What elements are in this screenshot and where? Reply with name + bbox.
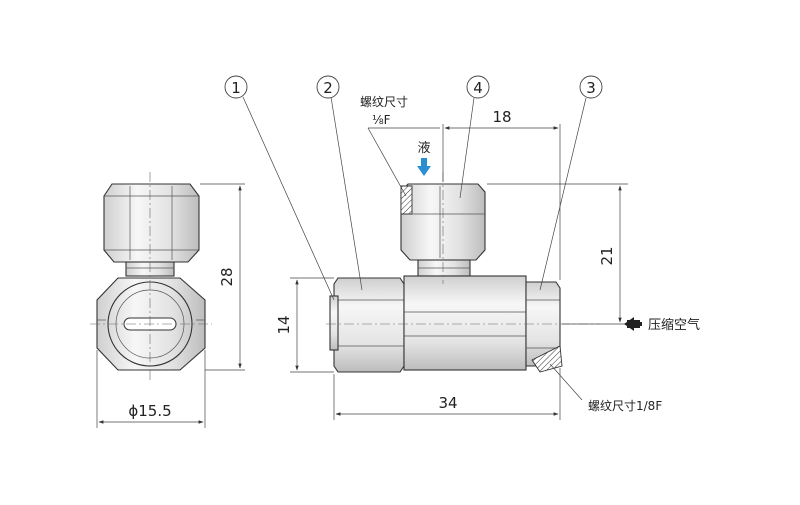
side-view: 28 ϕ15.5 xyxy=(90,172,245,428)
liquid-arrow-icon xyxy=(417,158,431,176)
compressed-air-label: 压缩空气 xyxy=(648,317,700,333)
dim-diameter: ϕ15.5 xyxy=(128,402,171,420)
balloon-3: 3 xyxy=(586,79,596,97)
balloon-1: 1 xyxy=(231,79,241,97)
balloon-4: 4 xyxy=(473,79,483,97)
thread-section-bottom xyxy=(531,345,563,373)
dim-length-overall: 34 xyxy=(438,394,457,412)
thread-size-label: 螺纹尺寸 xyxy=(360,95,408,109)
front-view-left-hex xyxy=(333,277,405,373)
thread-size-value: ⅛F xyxy=(372,113,391,127)
liquid-label: 液 xyxy=(417,141,430,156)
balloon-2: 2 xyxy=(323,79,333,97)
dim-top-offset: 18 xyxy=(492,108,511,126)
front-view-stub xyxy=(329,295,339,351)
front-view: 14 34 18 21 液 螺纹尺寸 ⅛F 压缩空气 螺纹尺寸1/8F xyxy=(275,95,700,420)
dim-hex-height: 14 xyxy=(275,315,293,334)
dim-height-overall: 28 xyxy=(218,267,236,286)
dim-height-right: 21 xyxy=(598,246,616,265)
thread-bottom-label: 螺纹尺寸1/8F xyxy=(588,399,662,413)
part-balloons: 1 2 4 3 xyxy=(224,75,603,301)
front-view-main-body xyxy=(403,275,527,371)
thread-section-top xyxy=(400,185,413,215)
side-view-nut xyxy=(103,183,200,263)
